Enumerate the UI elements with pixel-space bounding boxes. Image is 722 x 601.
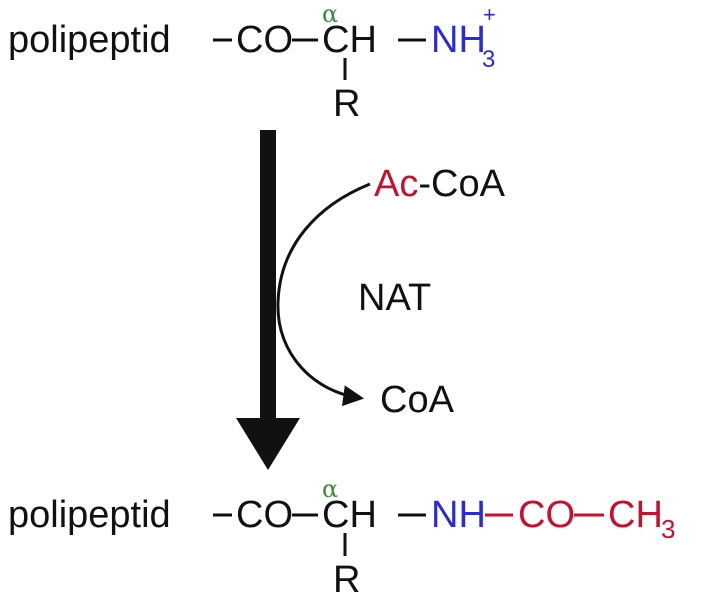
top-side-chain-label: R: [333, 83, 360, 125]
top-amino-subscript: 3: [482, 46, 495, 73]
coa-product-label: CoA: [380, 379, 455, 421]
acetyl-coa-label: Ac-CoA: [374, 163, 506, 205]
top-alpha-label: α: [322, 0, 338, 28]
bottom-molecule: polipeptid CO α CH R NH CO CH 3: [8, 475, 675, 601]
bottom-side-chain-label: R: [333, 559, 360, 601]
acetyl-coa-rest: -CoA: [418, 163, 505, 205]
bottom-acetyl-co-label: CO: [518, 494, 575, 536]
top-amino-charge: +: [483, 2, 496, 27]
bottom-polypeptide-label: polipeptid: [8, 494, 171, 536]
main-arrow-shaft: [260, 130, 276, 430]
main-arrow-head: [236, 418, 300, 470]
acetyl-coa-acyl: Ac: [374, 163, 418, 205]
top-polypeptide-label: polipeptid: [8, 19, 171, 61]
bottom-carbonyl-label: CO: [236, 494, 293, 536]
bottom-alpha-carbon-label: CH: [322, 494, 377, 536]
top-amino-label: NH: [431, 19, 486, 61]
bottom-methyl-label: CH: [608, 494, 663, 536]
main-reaction-arrow: [236, 130, 300, 470]
top-alpha-carbon-label: CH: [322, 19, 377, 61]
enzyme-label: NAT: [358, 277, 431, 319]
cofactor-curve: [276, 182, 371, 407]
bottom-amide-nh-label: NH: [431, 494, 486, 536]
bottom-alpha-label: α: [322, 475, 338, 503]
cofactor-curve-arrow: [276, 182, 371, 407]
bottom-methyl-subscript: 3: [661, 514, 675, 544]
top-carbonyl-label: CO: [236, 19, 293, 61]
top-molecule: polipeptid CO α CH R NH + 3: [8, 0, 496, 125]
